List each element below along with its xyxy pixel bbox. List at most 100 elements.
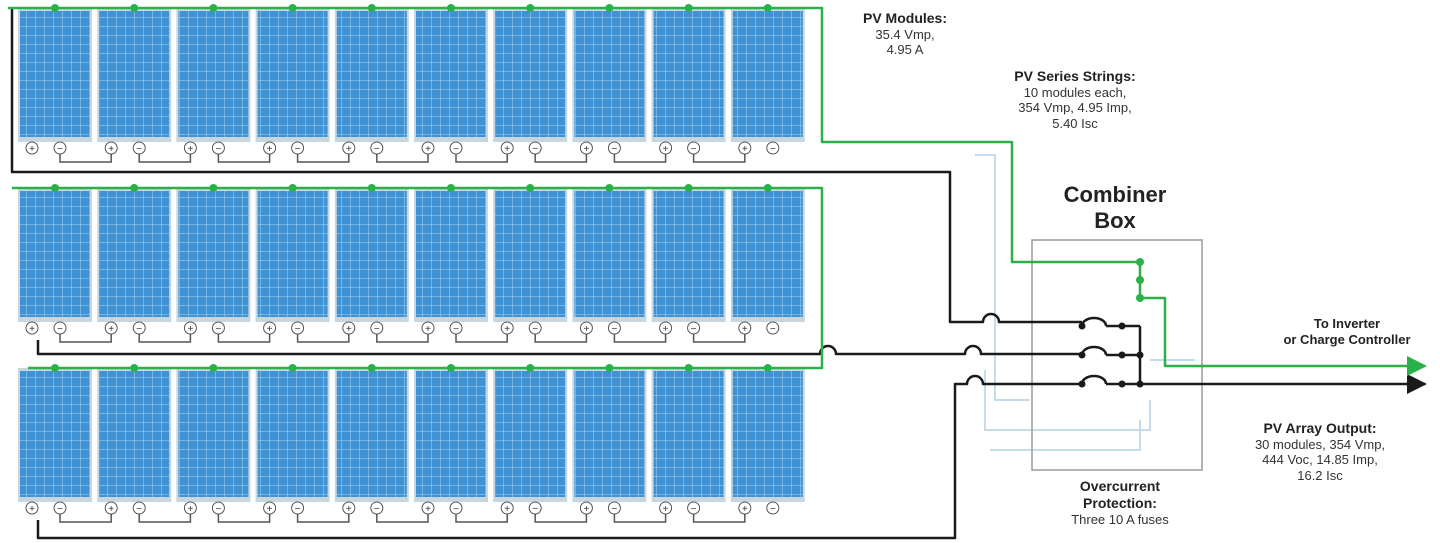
series-link xyxy=(455,154,508,163)
minus-symbol: − xyxy=(453,144,459,155)
minus-symbol: − xyxy=(57,504,63,515)
plus-symbol: + xyxy=(267,504,273,515)
pv-modules-label: PV Modules: 35.4 Vmp, 4.95 A xyxy=(845,10,965,58)
minus-symbol: − xyxy=(295,144,301,155)
pv-module: +− xyxy=(18,364,112,523)
series-link xyxy=(217,514,271,523)
plus-symbol: + xyxy=(504,144,510,155)
pv-module: +− xyxy=(730,4,805,155)
minus-symbol: − xyxy=(532,504,538,515)
pv-module: +− xyxy=(18,184,112,343)
pv-module: +− xyxy=(334,184,429,343)
pv-module: +− xyxy=(414,184,508,343)
positive-terminal xyxy=(738,321,752,335)
plus-symbol: + xyxy=(742,504,748,515)
pv-module: +− xyxy=(18,4,112,163)
pv-strings-label: PV Series Strings: 10 modules each, 354 … xyxy=(995,68,1155,132)
plus-symbol: + xyxy=(187,504,193,515)
pv-module: +− xyxy=(572,364,667,523)
minus-symbol: − xyxy=(215,504,221,515)
pv-module: +− xyxy=(493,184,588,343)
positive-terminal xyxy=(104,321,118,335)
protection-spec: Three 10 A fuses xyxy=(1071,511,1169,527)
plus-symbol: + xyxy=(742,144,748,155)
positive-terminal xyxy=(183,141,197,155)
plus-symbol: + xyxy=(425,144,431,155)
negative-terminal xyxy=(766,141,780,155)
positive-terminal xyxy=(263,501,277,515)
positive-terminal xyxy=(25,501,39,515)
minus-symbol: − xyxy=(691,144,697,155)
plus-symbol: + xyxy=(425,504,431,515)
plus-symbol: + xyxy=(29,324,35,335)
positive-terminal xyxy=(104,141,118,155)
combiner-line2: Box xyxy=(1094,208,1136,234)
array-output-label: PV Array Output: 30 modules, 354 Vmp, 44… xyxy=(1225,420,1415,484)
minus-symbol: − xyxy=(611,144,617,155)
positive-terminal xyxy=(104,501,118,515)
positive-terminal xyxy=(263,321,277,335)
pv-module: +− xyxy=(651,4,746,163)
positive-terminal xyxy=(183,321,197,335)
series-link xyxy=(613,154,667,163)
pv-strings-spec: 10 modules each, 354 Vmp, 4.95 Imp, 5.40… xyxy=(1018,84,1132,131)
minus-symbol: − xyxy=(532,144,538,155)
inverter-text: To Inverter or Charge Controller xyxy=(1283,316,1411,347)
plus-symbol: + xyxy=(504,504,510,515)
pv-module: +− xyxy=(176,184,271,343)
pv-module: +− xyxy=(414,4,508,163)
minus-symbol: − xyxy=(770,324,776,335)
negative-terminal xyxy=(766,321,780,335)
plus-symbol: + xyxy=(346,324,352,335)
pv-module: +− xyxy=(255,184,350,343)
minus-symbol: − xyxy=(57,324,63,335)
positive-terminal xyxy=(421,321,435,335)
series-link xyxy=(376,514,429,523)
series-link xyxy=(534,154,588,163)
pv-module: +− xyxy=(572,4,667,163)
minus-symbol: − xyxy=(691,504,697,515)
plus-symbol: + xyxy=(29,144,35,155)
series-link xyxy=(692,154,746,163)
array-output-spec: 30 modules, 354 Vmp, 444 Voc, 14.85 Imp,… xyxy=(1254,436,1386,483)
plus-symbol: + xyxy=(742,324,748,335)
positive-terminal xyxy=(659,321,673,335)
series-link xyxy=(59,154,112,163)
positive-terminal xyxy=(738,501,752,515)
series-link xyxy=(296,334,350,343)
plus-symbol: + xyxy=(346,504,352,515)
pv-module: +− xyxy=(572,184,667,343)
positive-terminal xyxy=(183,501,197,515)
series-link xyxy=(376,154,429,163)
plus-symbol: + xyxy=(504,324,510,335)
minus-symbol: − xyxy=(136,324,142,335)
minus-symbol: − xyxy=(611,324,617,335)
pv-module: +− xyxy=(493,364,588,523)
plus-symbol: + xyxy=(187,144,193,155)
minus-symbol: − xyxy=(453,324,459,335)
minus-symbol: − xyxy=(295,324,301,335)
positive-terminal xyxy=(421,501,435,515)
minus-symbol: − xyxy=(770,504,776,515)
minus-symbol: − xyxy=(691,324,697,335)
plus-symbol: + xyxy=(346,144,352,155)
plus-symbol: + xyxy=(187,324,193,335)
protection-title: Overcurrent Protection: xyxy=(1079,478,1161,511)
series-link xyxy=(534,334,588,343)
minus-symbol: − xyxy=(453,504,459,515)
plus-symbol: + xyxy=(267,324,273,335)
pv-modules: +−+−+−+−+−+−+−+−+−+−+−+−+−+−+−+−+−+−+−+−… xyxy=(18,4,805,523)
minus-symbol: − xyxy=(295,504,301,515)
pv-module: +− xyxy=(334,364,429,523)
minus-symbol: − xyxy=(215,324,221,335)
minus-symbol: − xyxy=(215,144,221,155)
series-link xyxy=(455,514,508,523)
pv-module: +− xyxy=(176,364,271,523)
pv-strings-title: PV Series Strings: xyxy=(1014,68,1136,84)
positive-terminal xyxy=(342,501,356,515)
pv-module: +− xyxy=(97,4,192,163)
series-link xyxy=(613,334,667,343)
plus-symbol: + xyxy=(663,504,669,515)
positive-terminal xyxy=(263,141,277,155)
